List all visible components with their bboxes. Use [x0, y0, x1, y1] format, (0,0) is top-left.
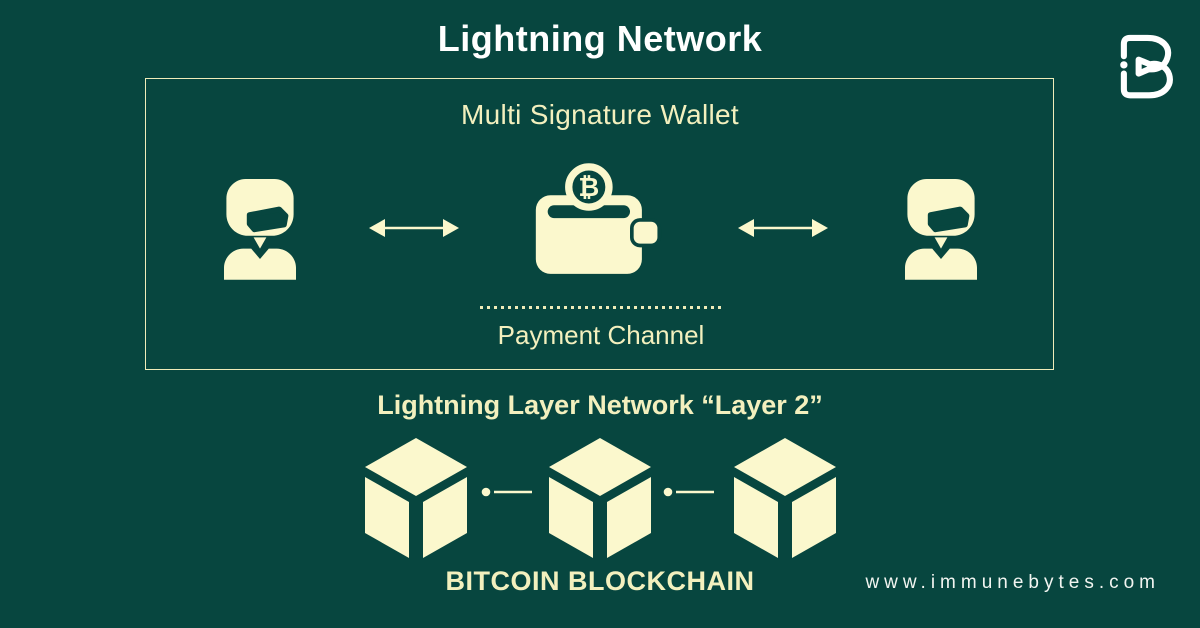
double-arrow-right-icon: [737, 215, 829, 241]
website-url: www.immunebytes.com: [865, 572, 1160, 593]
block-icon: [548, 437, 652, 559]
bitcoin-blockchain-label: BITCOIN BLOCKCHAIN: [445, 566, 755, 596]
page-title: Lightning Network: [437, 18, 763, 59]
layer2-label: Lightning Layer Network “Layer 2”: [377, 390, 823, 420]
block-icon: [733, 437, 837, 559]
bitcoin-symbol: ₿: [578, 173, 599, 203]
payment-channel-dotted-line: [480, 306, 722, 309]
multisig-wallet-panel: [145, 78, 1054, 370]
user-right-icon: [901, 174, 981, 280]
chain-link-icon: [663, 487, 715, 497]
multisig-wallet-title: Multi Signature Wallet: [461, 99, 739, 130]
chain-link-icon: [481, 487, 533, 497]
immunebytes-logo-icon: [1120, 34, 1173, 99]
bitcoin-wallet-icon: ₿: [535, 163, 662, 274]
double-arrow-left-icon: [368, 215, 460, 241]
block-icon: [364, 437, 468, 559]
user-left-icon: [220, 174, 300, 280]
payment-channel-label: Payment Channel: [497, 320, 705, 350]
